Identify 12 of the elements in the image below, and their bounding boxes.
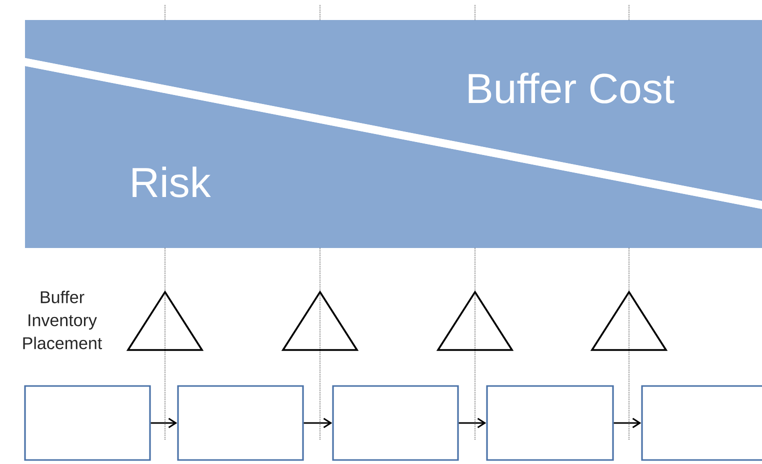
node-label: Risk [132,166,211,198]
process-box [486,385,614,461]
process-box [177,385,304,461]
node-label: Buffer Cost [468,72,674,104]
arrow [150,418,178,428]
arrow [458,418,486,428]
process-box [24,385,151,461]
arrow [304,418,332,428]
process-box [641,385,762,461]
side-label: Buffer Inventory Placement [23,290,102,350]
process-box [332,385,459,461]
arrow [614,418,642,428]
